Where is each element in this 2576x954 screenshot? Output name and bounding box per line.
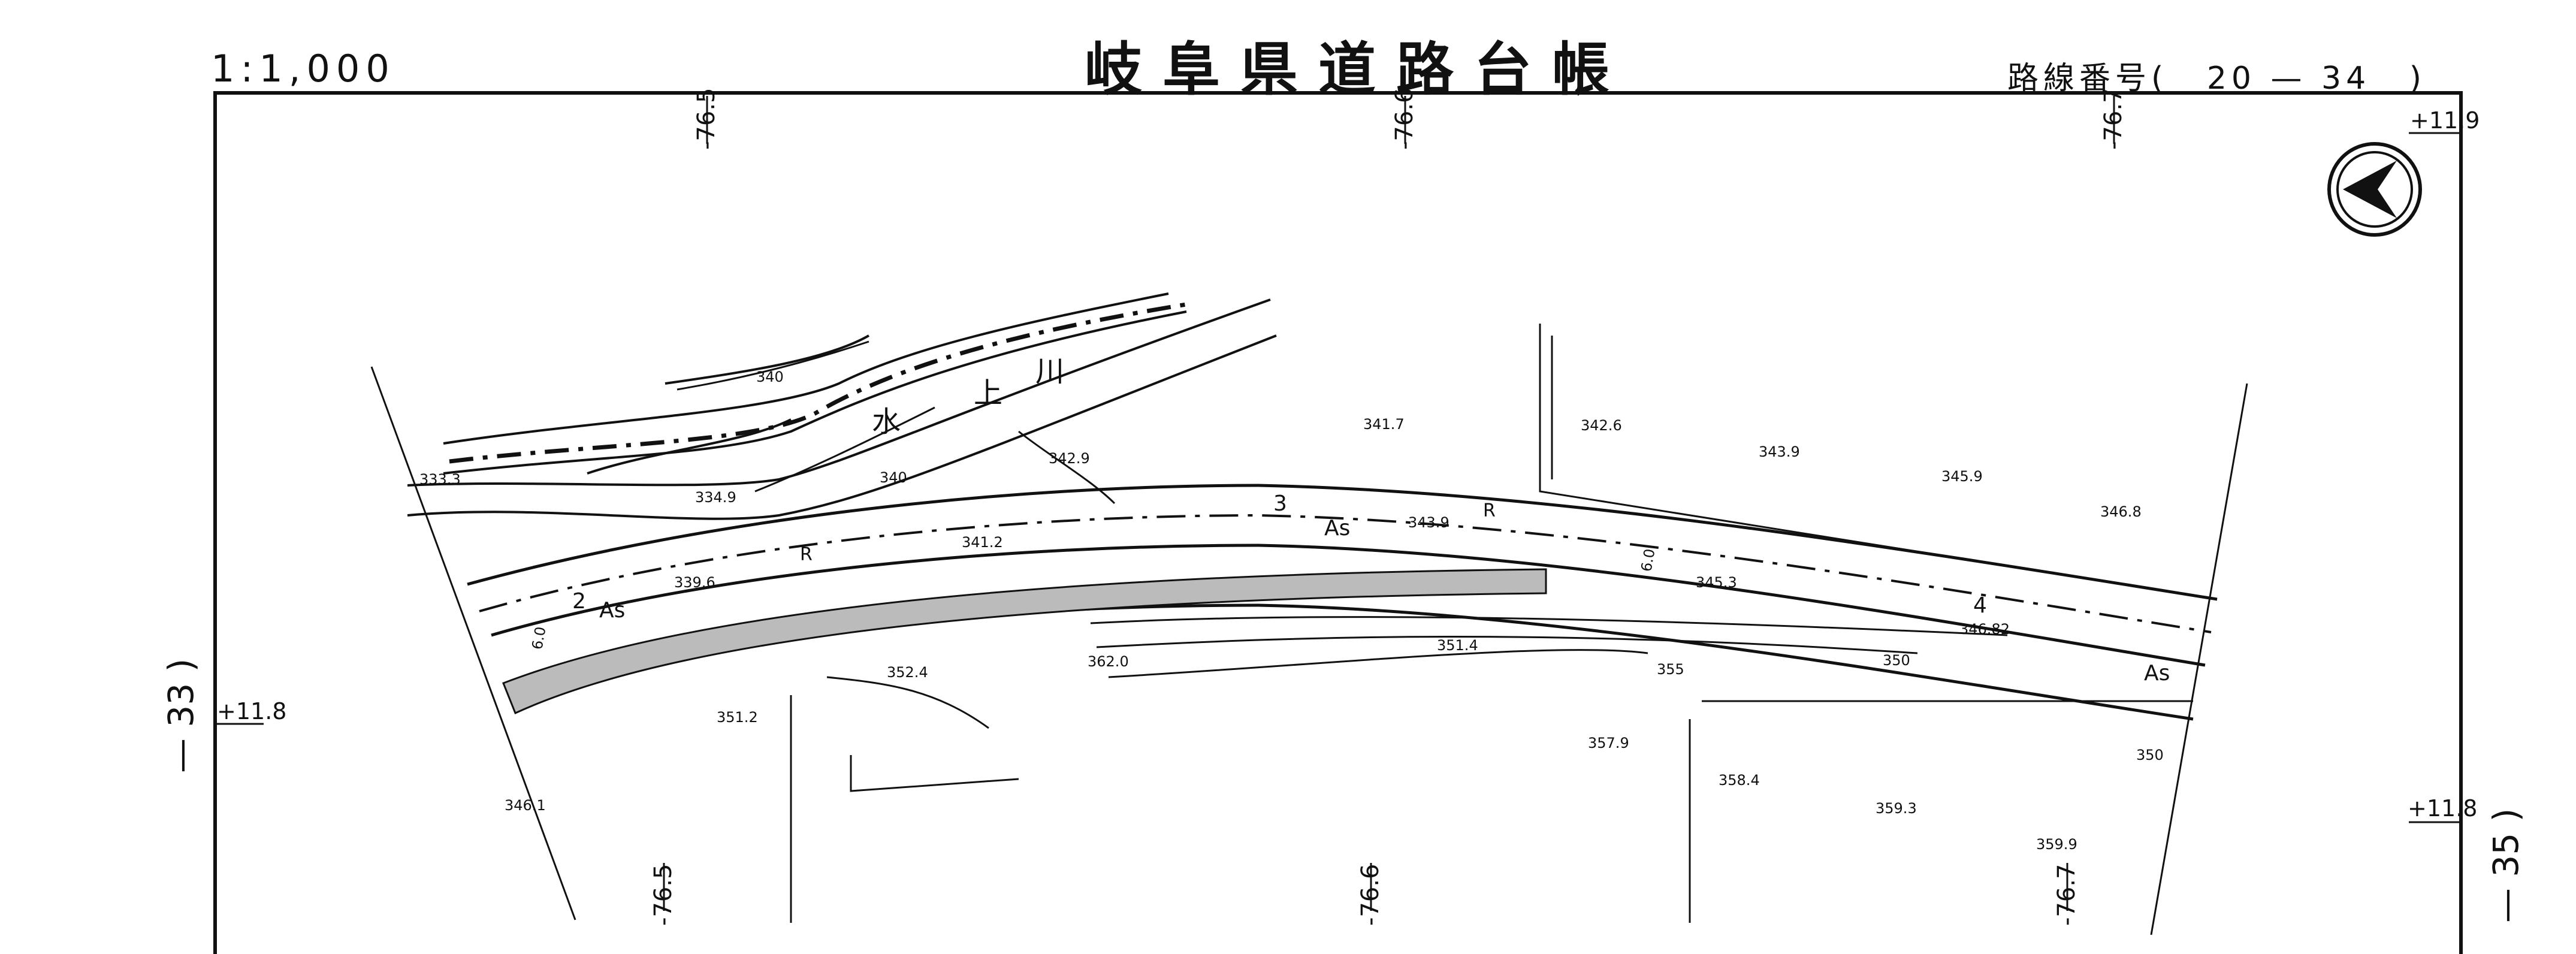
north-arrow-icon bbox=[2327, 142, 2422, 237]
grid-label-right: +11.8 bbox=[2408, 795, 2477, 822]
grid-label-top-3: -76.7 bbox=[2100, 88, 2127, 150]
grid-label-bottom-1: -76.5 bbox=[650, 864, 677, 926]
route-label: 路線番号( bbox=[2007, 61, 2169, 96]
map-scale: 1:1,000 bbox=[211, 47, 395, 90]
width-label-2: 6.0 bbox=[1638, 548, 1658, 573]
elevation: 350 bbox=[1883, 652, 1910, 669]
route-number-value: 20 — 34 bbox=[2206, 61, 2371, 96]
elevation: 342.6 bbox=[1581, 417, 1622, 434]
elevation: 346.82 bbox=[1959, 621, 2010, 638]
elevation: 351.2 bbox=[717, 709, 758, 726]
grid-label-top-2: -76.6 bbox=[1391, 88, 1418, 150]
elevation: 340 bbox=[880, 469, 907, 486]
station-3: 3 bbox=[1273, 491, 1287, 516]
elevation: 345.3 bbox=[1696, 574, 1737, 591]
elevation: 343.9 bbox=[1759, 443, 1800, 460]
elevation: 334.9 bbox=[695, 489, 736, 506]
grid-label-top-1: -76.5 bbox=[693, 88, 720, 150]
elevation: 342.9 bbox=[1049, 450, 1090, 467]
elevation: 359.9 bbox=[2036, 836, 2077, 853]
elevation: 341.2 bbox=[962, 534, 1003, 551]
elevation: 340 bbox=[756, 369, 784, 385]
width-label-1: 6.0 bbox=[529, 626, 549, 651]
elevation: 352.4 bbox=[887, 664, 928, 681]
elevation: 346.1 bbox=[505, 797, 546, 814]
grid-label-bottom-3: -76.7 bbox=[2053, 864, 2080, 926]
route-number: 路線番号( 20 — 34 ) bbox=[2007, 53, 2426, 98]
elevation: 341.7 bbox=[1363, 416, 1405, 433]
elevation: 343.9 bbox=[1408, 514, 1449, 531]
station-4: 4 bbox=[1973, 593, 1987, 618]
surface-label-2: As bbox=[599, 598, 625, 623]
elevation: 346.8 bbox=[2100, 503, 2142, 520]
station-2: 2 bbox=[572, 589, 586, 614]
river-char-2: 上 bbox=[974, 376, 1002, 410]
road-mark-1: R bbox=[800, 544, 813, 565]
grid-label-left: +11.8 bbox=[217, 698, 286, 724]
road-mark-2: R bbox=[1483, 500, 1496, 521]
elevation: 339.6 bbox=[674, 574, 715, 591]
elevation: 359.3 bbox=[1876, 800, 1917, 817]
grid-corner-top-right: +11.9 bbox=[2410, 107, 2480, 134]
river-char-3: 川 bbox=[1035, 355, 1064, 388]
surface-label-3: As bbox=[2144, 661, 2170, 686]
elevation: 362.0 bbox=[1088, 653, 1129, 670]
elevation: 350 bbox=[2136, 747, 2164, 763]
map-frame bbox=[213, 91, 2463, 954]
elevation: 333.3 bbox=[419, 471, 461, 488]
elevation: 351.4 bbox=[1437, 637, 1478, 654]
elevation: 357.9 bbox=[1588, 735, 1629, 751]
surface-label-1: As bbox=[1324, 516, 1350, 541]
grid-label-bottom-2: -76.6 bbox=[1357, 864, 1384, 926]
river-char-1: 水 bbox=[872, 405, 901, 439]
elevation: 355 bbox=[1657, 661, 1684, 678]
route-close: ) bbox=[2409, 61, 2427, 96]
elevation: 345.9 bbox=[1941, 468, 1983, 485]
elevation: 358.4 bbox=[1719, 772, 1760, 789]
